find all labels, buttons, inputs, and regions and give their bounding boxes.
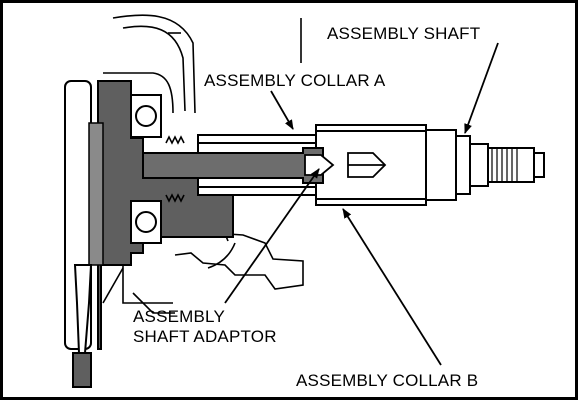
seal-spring-lower: [165, 193, 185, 203]
assembly-cutaway-drawing: [64, 14, 545, 388]
leader-assembly-shaft: [464, 42, 499, 134]
bearing-lower: [130, 200, 162, 244]
label-assembly-collar-a: ASSEMBLY COLLAR A: [204, 71, 386, 90]
label-assembly-shaft-adaptor-line1: ASSEMBLY: [133, 307, 225, 326]
label-assembly-shaft-adaptor-line2: SHAFT ADAPTOR: [133, 327, 277, 346]
main-shaft: [142, 147, 324, 184]
label-assembly-shaft: ASSEMBLY SHAFT: [327, 24, 481, 43]
tie-rod: [72, 264, 93, 388]
seal-spring-upper: [165, 135, 185, 145]
shaft-adaptor: [304, 152, 387, 178]
label-assembly-collar-b: ASSEMBLY COLLAR B: [296, 371, 479, 390]
leader-lines: [224, 42, 499, 366]
leader-assembly-collar-b: [342, 208, 442, 366]
bearing-upper: [130, 94, 162, 138]
leader-assembly-shaft-adaptor: [224, 168, 320, 304]
leader-assembly-collar-a: [270, 90, 294, 130]
label-assembly-shaft-adaptor: ASSEMBLY SHAFT ADAPTOR: [133, 307, 277, 347]
assembly-shaft: [455, 135, 545, 195]
